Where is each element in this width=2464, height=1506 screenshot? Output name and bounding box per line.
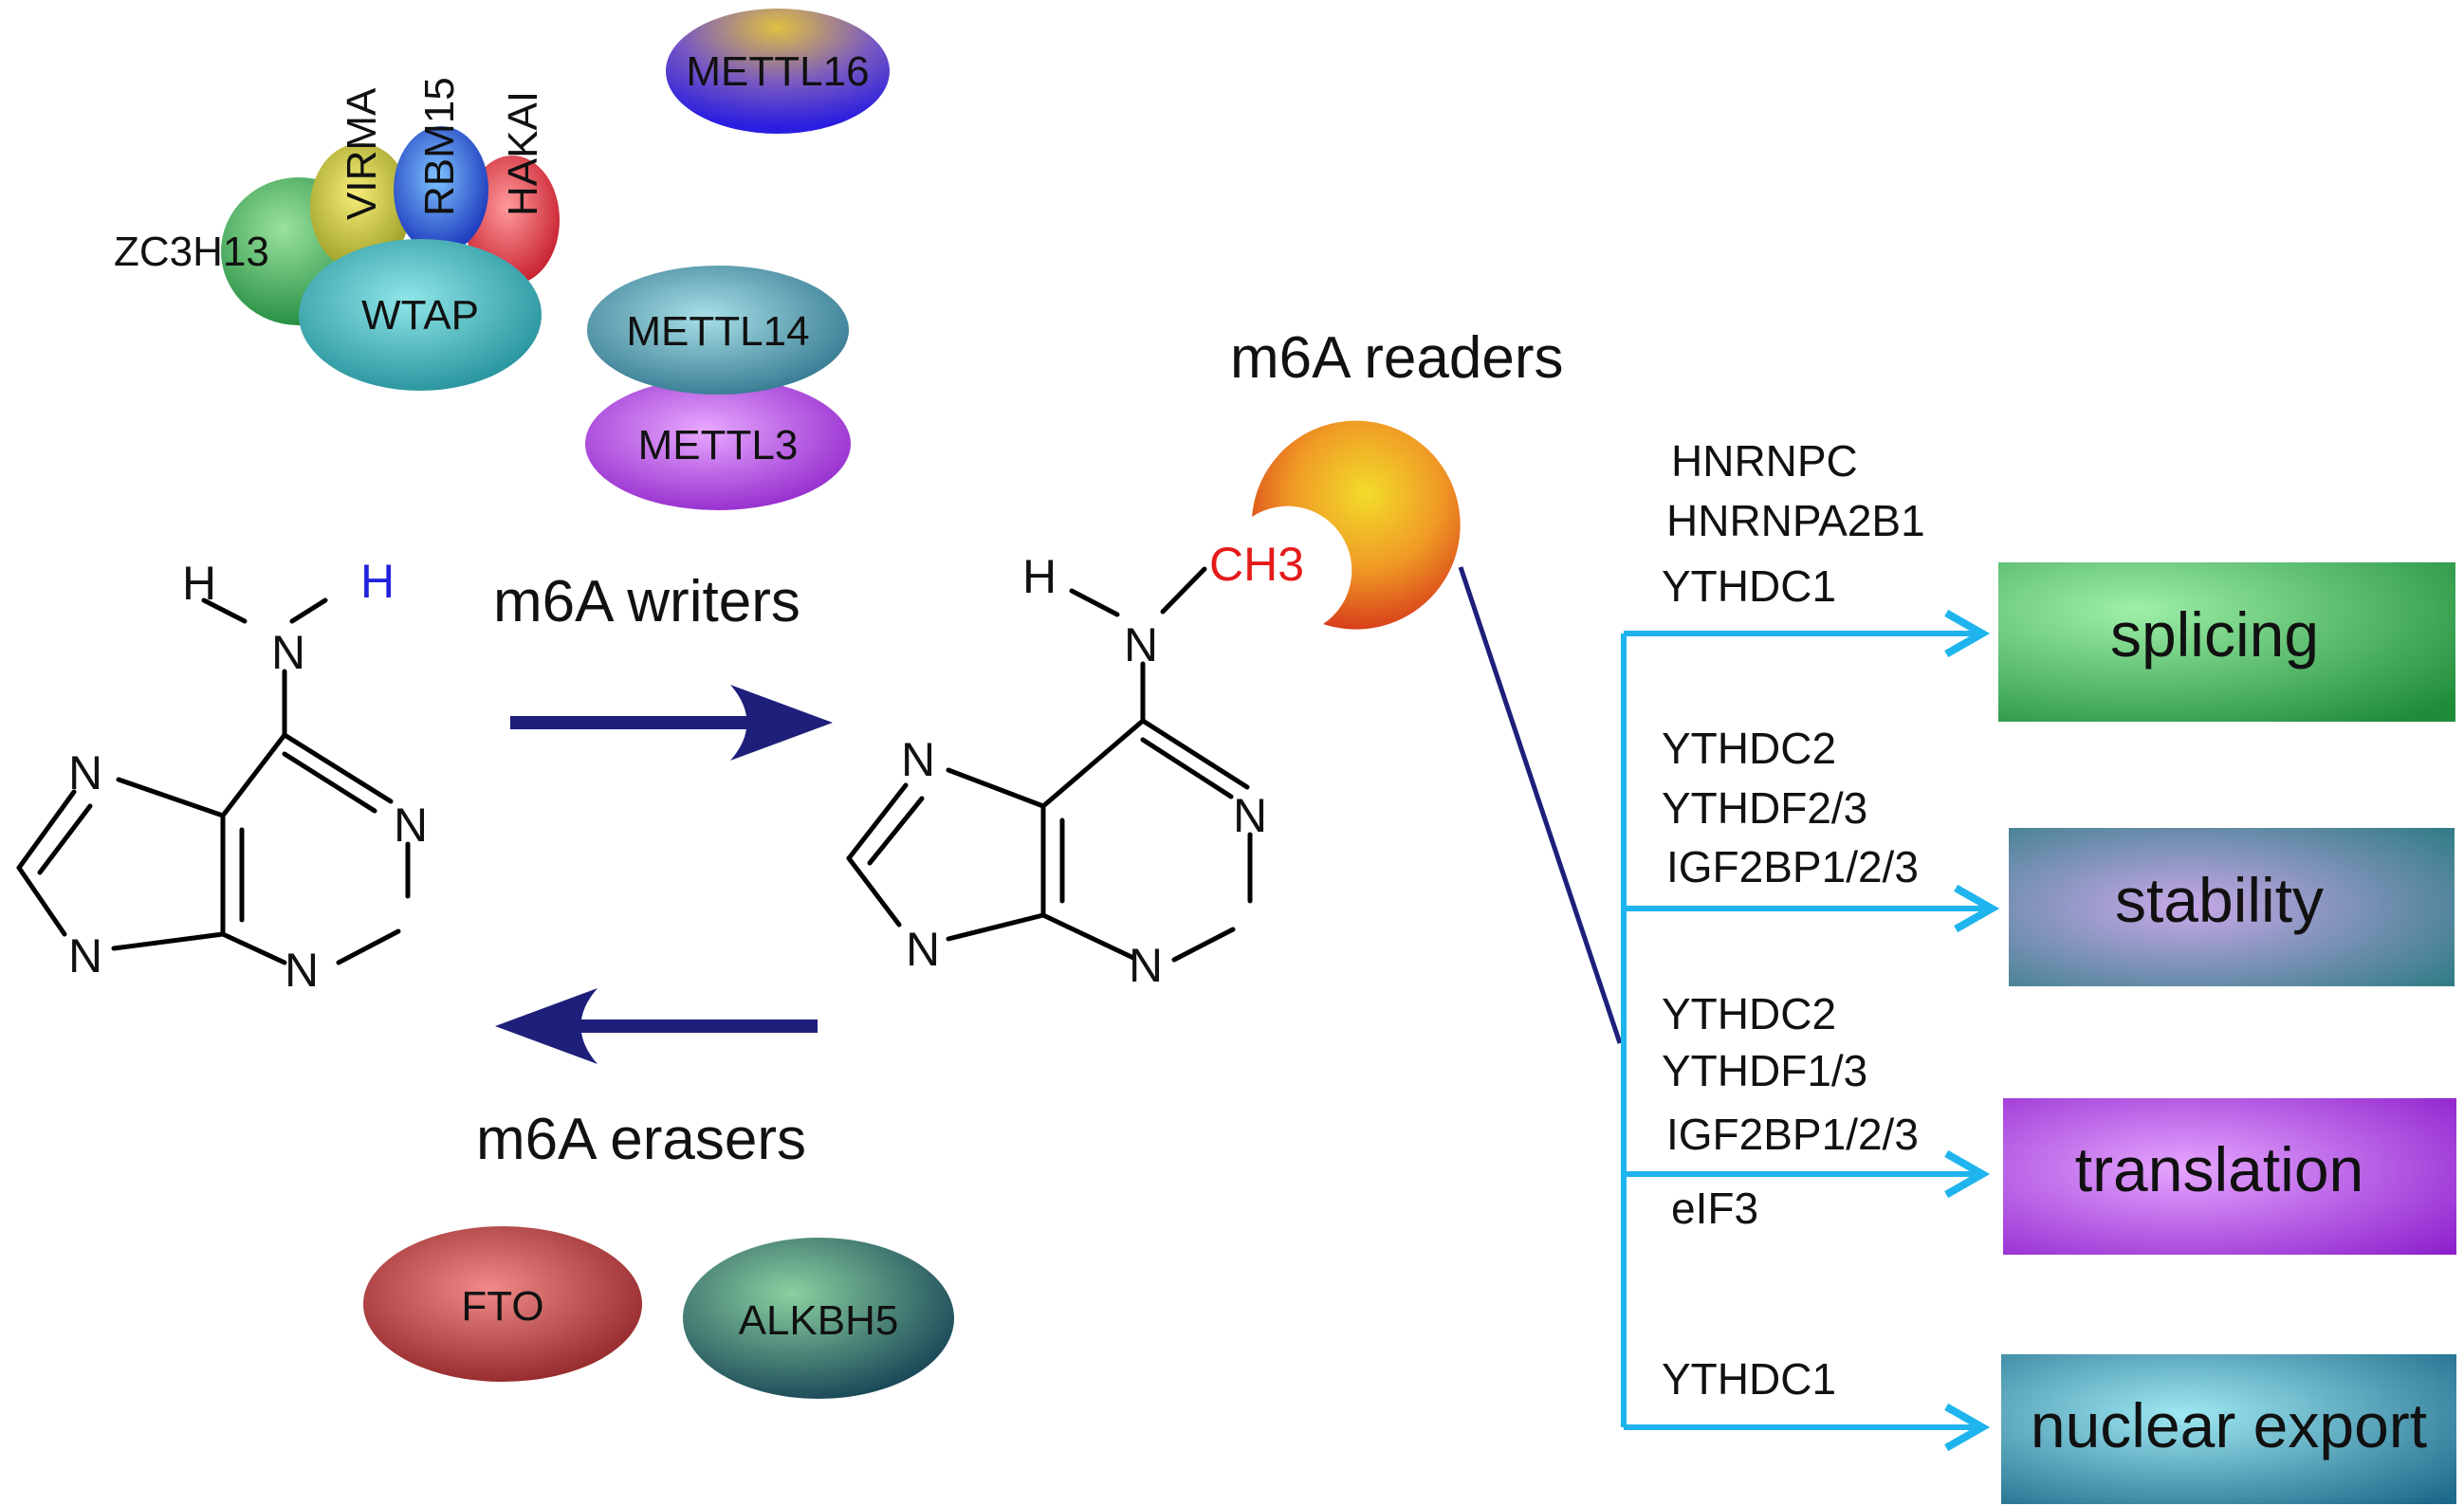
mettl16-ellipse — [666, 9, 890, 134]
virma-ellipse — [310, 143, 411, 270]
virma-label: VIRMA — [339, 87, 385, 220]
reader-connector — [1458, 566, 1623, 1044]
reader-item: eIF3 — [1671, 1184, 1758, 1233]
reader-item: YTHDF2/3 — [1662, 783, 1867, 833]
mettl3-ellipse — [585, 377, 851, 510]
outcome-stability: stability — [2009, 828, 2455, 986]
alkbh5-label: ALKBH5 — [739, 1297, 899, 1344]
outcome-splicing: splicing — [1998, 562, 2455, 722]
wtap-ellipse — [299, 239, 542, 391]
right-ch3: CH3 — [1209, 538, 1304, 591]
adenine-molecule: H H N N N N N — [16, 555, 428, 997]
splicing-readers: HNRNPC HNRNPA2B1 YTHDC1 — [1662, 436, 1925, 611]
alkbh5-ellipse — [683, 1238, 954, 1399]
left-h1: H — [182, 557, 216, 610]
reader-item: IGF2BP1/2/3 — [1666, 1110, 1919, 1159]
reader-item: YTHDF1/3 — [1662, 1046, 1867, 1095]
zc3h13-label: ZC3H13 — [114, 229, 269, 275]
writers-label: m6A writers — [493, 569, 800, 634]
left-n9: N — [68, 929, 102, 983]
outcome-splicing-label: splicing — [2110, 599, 2319, 670]
translation-readers: YTHDC2 YTHDF1/3 IGF2BP1/2/3 eIF3 — [1662, 989, 1919, 1233]
erasers-label: m6A erasers — [476, 1107, 806, 1172]
rbm15-label: RBM15 — [416, 77, 463, 216]
outcome-translation: translation — [2003, 1098, 2456, 1255]
outcome-nuclear-export-label: nuclear export — [2031, 1390, 2427, 1460]
right-h1: H — [1022, 550, 1057, 603]
export-readers: YTHDC1 — [1662, 1354, 1836, 1404]
hakai-label: HAKAI — [500, 91, 546, 216]
wtap-label: WTAP — [361, 292, 479, 339]
reader-item: HNRNPA2B1 — [1666, 496, 1925, 545]
writer-complex: ZC3H13 VIRMA RBM15 HAKAI WTAP — [114, 77, 560, 391]
stability-readers: YTHDC2 YTHDF2/3 IGF2BP1/2/3 — [1662, 724, 1919, 891]
reader-item: YTHDC1 — [1662, 1354, 1836, 1404]
left-n1: N — [394, 799, 428, 852]
m6a-molecule: H CH3 N N N N N — [846, 538, 1304, 992]
right-n1: N — [1233, 789, 1267, 842]
reader-shape — [1252, 420, 1461, 630]
fto-ellipse — [363, 1226, 642, 1382]
left-n7: N — [68, 746, 102, 799]
right-n9: N — [906, 923, 940, 976]
eraser-arrow — [495, 988, 818, 1064]
reader-item: IGF2BP1/2/3 — [1666, 842, 1919, 891]
left-h2: H — [360, 555, 395, 608]
reader-item: HNRNPC — [1671, 436, 1858, 486]
mettl3-label: METTL3 — [638, 422, 799, 468]
outcome-stability-label: stability — [2115, 865, 2324, 935]
reader-item: YTHDC2 — [1662, 989, 1836, 1038]
mettl16-label: METTL16 — [686, 48, 869, 95]
outcome-translation-label: translation — [2075, 1134, 2364, 1204]
rbm15-ellipse — [394, 126, 488, 253]
mettl14-ellipse — [587, 266, 849, 395]
left-n6: N — [271, 626, 305, 679]
outcome-nuclear-export: nuclear export — [2001, 1354, 2456, 1504]
branch-lines — [1621, 609, 2000, 1452]
writer-arrow — [510, 685, 833, 761]
right-n3: N — [1129, 939, 1163, 992]
reader-item: YTHDC1 — [1662, 561, 1836, 611]
fto-label: FTO — [461, 1283, 543, 1330]
left-n3: N — [285, 944, 319, 997]
mettl14-label: METTL14 — [626, 308, 809, 355]
right-n7: N — [901, 733, 935, 786]
right-n6: N — [1124, 618, 1158, 671]
reader-item: YTHDC2 — [1662, 724, 1836, 773]
readers-label: m6A readers — [1230, 325, 1564, 391]
